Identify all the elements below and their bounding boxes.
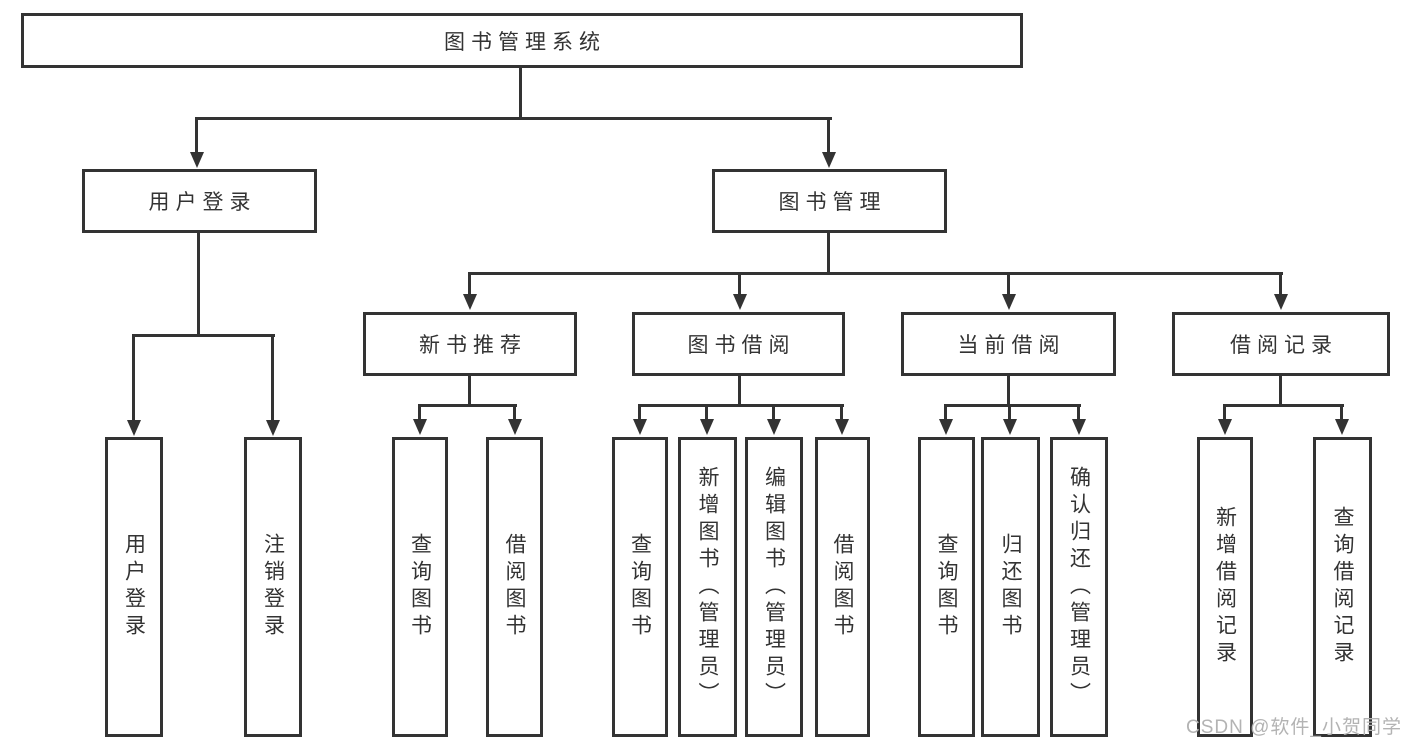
connector-leaf xyxy=(1340,404,1343,424)
leaf-user-login: 用户登录 xyxy=(105,437,163,737)
connector-current-borrowing-hline xyxy=(945,404,1081,407)
leaf-label: 确认归还（管理员） xyxy=(1067,465,1091,709)
leaf-label: 查询图书 xyxy=(935,533,958,641)
arrowhead-down-icon xyxy=(633,419,647,435)
connector-to-current-borrowing xyxy=(1007,272,1010,298)
connector-to-borrowing-records xyxy=(1279,272,1282,298)
arrowhead-down-icon xyxy=(835,419,849,435)
node-current-borrowing: 当前借阅 xyxy=(901,312,1116,376)
connector-root-stub xyxy=(519,68,522,119)
connector-level1-hline xyxy=(196,117,832,120)
leaf-logout: 注销登录 xyxy=(244,437,302,737)
leaf-add-books-admin: 新增图书（管理员） xyxy=(678,437,737,737)
connector-borrowing-records-hline xyxy=(1224,404,1344,407)
arrowhead-down-icon xyxy=(413,419,427,435)
leaf-label: 用户登录 xyxy=(122,533,146,641)
leaf-label: 借阅图书 xyxy=(503,533,526,641)
connector-level2-hline xyxy=(469,272,1283,275)
connector-book-borrowing-hline xyxy=(639,404,844,407)
connector-leaf xyxy=(705,404,708,424)
arrowhead-down-icon xyxy=(1072,419,1086,435)
leaf-edit-books-admin: 编辑图书（管理员） xyxy=(745,437,803,737)
connector-borrowing-records-stub xyxy=(1279,376,1282,407)
arrowhead-down-icon xyxy=(733,294,747,310)
node-borrowing-records: 借阅记录 xyxy=(1172,312,1390,376)
node-user-login: 用户登录 xyxy=(82,169,317,233)
node-book-borrowing: 图书借阅 xyxy=(632,312,845,376)
arrowhead-down-icon xyxy=(822,152,836,168)
connector-leaf xyxy=(944,404,947,424)
leaf-label: 归还图书 xyxy=(999,533,1022,641)
arrowhead-down-icon xyxy=(700,419,714,435)
leaf-query-books-current: 查询图书 xyxy=(918,437,975,737)
leaf-query-borrow-record: 查询借阅记录 xyxy=(1313,437,1372,737)
leaf-query-books-borrowing: 查询图书 xyxy=(612,437,668,737)
arrowhead-down-icon xyxy=(1218,419,1232,435)
connector-leaf xyxy=(638,404,641,424)
arrowhead-down-icon xyxy=(266,420,280,436)
connector-current-borrowing-stub xyxy=(1007,376,1010,407)
arrowhead-down-icon xyxy=(1003,419,1017,435)
leaf-label: 借阅图书 xyxy=(831,533,854,641)
leaf-add-borrow-record: 新增借阅记录 xyxy=(1197,437,1253,737)
leaf-label: 查询图书 xyxy=(628,533,652,641)
connector-book-management-stub xyxy=(827,233,830,274)
leaf-label: 编辑图书（管理员） xyxy=(762,465,786,709)
arrowhead-down-icon xyxy=(127,420,141,436)
connector-user-login-stub xyxy=(197,233,200,336)
connector-to-user-login xyxy=(195,117,198,157)
connector-leaf xyxy=(840,404,843,424)
connector-to-leaf-user-login xyxy=(132,334,135,422)
connector-leaf xyxy=(1077,404,1080,424)
connector-leaf xyxy=(1008,404,1011,424)
arrowhead-down-icon xyxy=(939,419,953,435)
connector-leaf xyxy=(418,404,421,424)
arrowhead-down-icon xyxy=(463,294,477,310)
arrowhead-down-icon xyxy=(767,419,781,435)
connector-user-login-hline xyxy=(132,334,275,337)
leaf-query-books-recommend: 查询图书 xyxy=(392,437,448,737)
leaf-label: 注销登录 xyxy=(261,533,285,641)
csdn-watermark: CSDN @软件_小贺同学 xyxy=(1186,717,1402,738)
connector-to-book-borrowing xyxy=(738,272,741,298)
arrowhead-down-icon xyxy=(508,419,522,435)
arrowhead-down-icon xyxy=(190,152,204,168)
connector-new-book-hline xyxy=(419,404,517,407)
leaf-confirm-return-admin: 确认归还（管理员） xyxy=(1050,437,1108,737)
connector-to-leaf-logout xyxy=(271,334,274,422)
leaf-borrow-books-recommend: 借阅图书 xyxy=(486,437,543,737)
leaf-borrow-books-borrowing: 借阅图书 xyxy=(815,437,870,737)
connector-new-book-stub xyxy=(468,376,471,407)
leaf-return-books: 归还图书 xyxy=(981,437,1040,737)
node-new-book-recommendation: 新书推荐 xyxy=(363,312,577,376)
connector-leaf xyxy=(772,404,775,424)
connector-to-book-management xyxy=(827,117,830,157)
arrowhead-down-icon xyxy=(1002,294,1016,310)
leaf-label: 查询借阅记录 xyxy=(1331,506,1354,668)
node-library-system: 图书管理系统 xyxy=(21,13,1023,68)
arrowhead-down-icon xyxy=(1335,419,1349,435)
leaf-label: 新增图书（管理员） xyxy=(696,465,719,709)
connector-book-borrowing-stub xyxy=(738,376,741,407)
connector-leaf xyxy=(1223,404,1226,424)
node-book-management: 图书管理 xyxy=(712,169,947,233)
connector-leaf xyxy=(513,404,516,424)
connector-to-new-book xyxy=(468,272,471,298)
arrowhead-down-icon xyxy=(1274,294,1288,310)
leaf-label: 查询图书 xyxy=(408,533,432,641)
leaf-label: 新增借阅记录 xyxy=(1213,506,1237,668)
